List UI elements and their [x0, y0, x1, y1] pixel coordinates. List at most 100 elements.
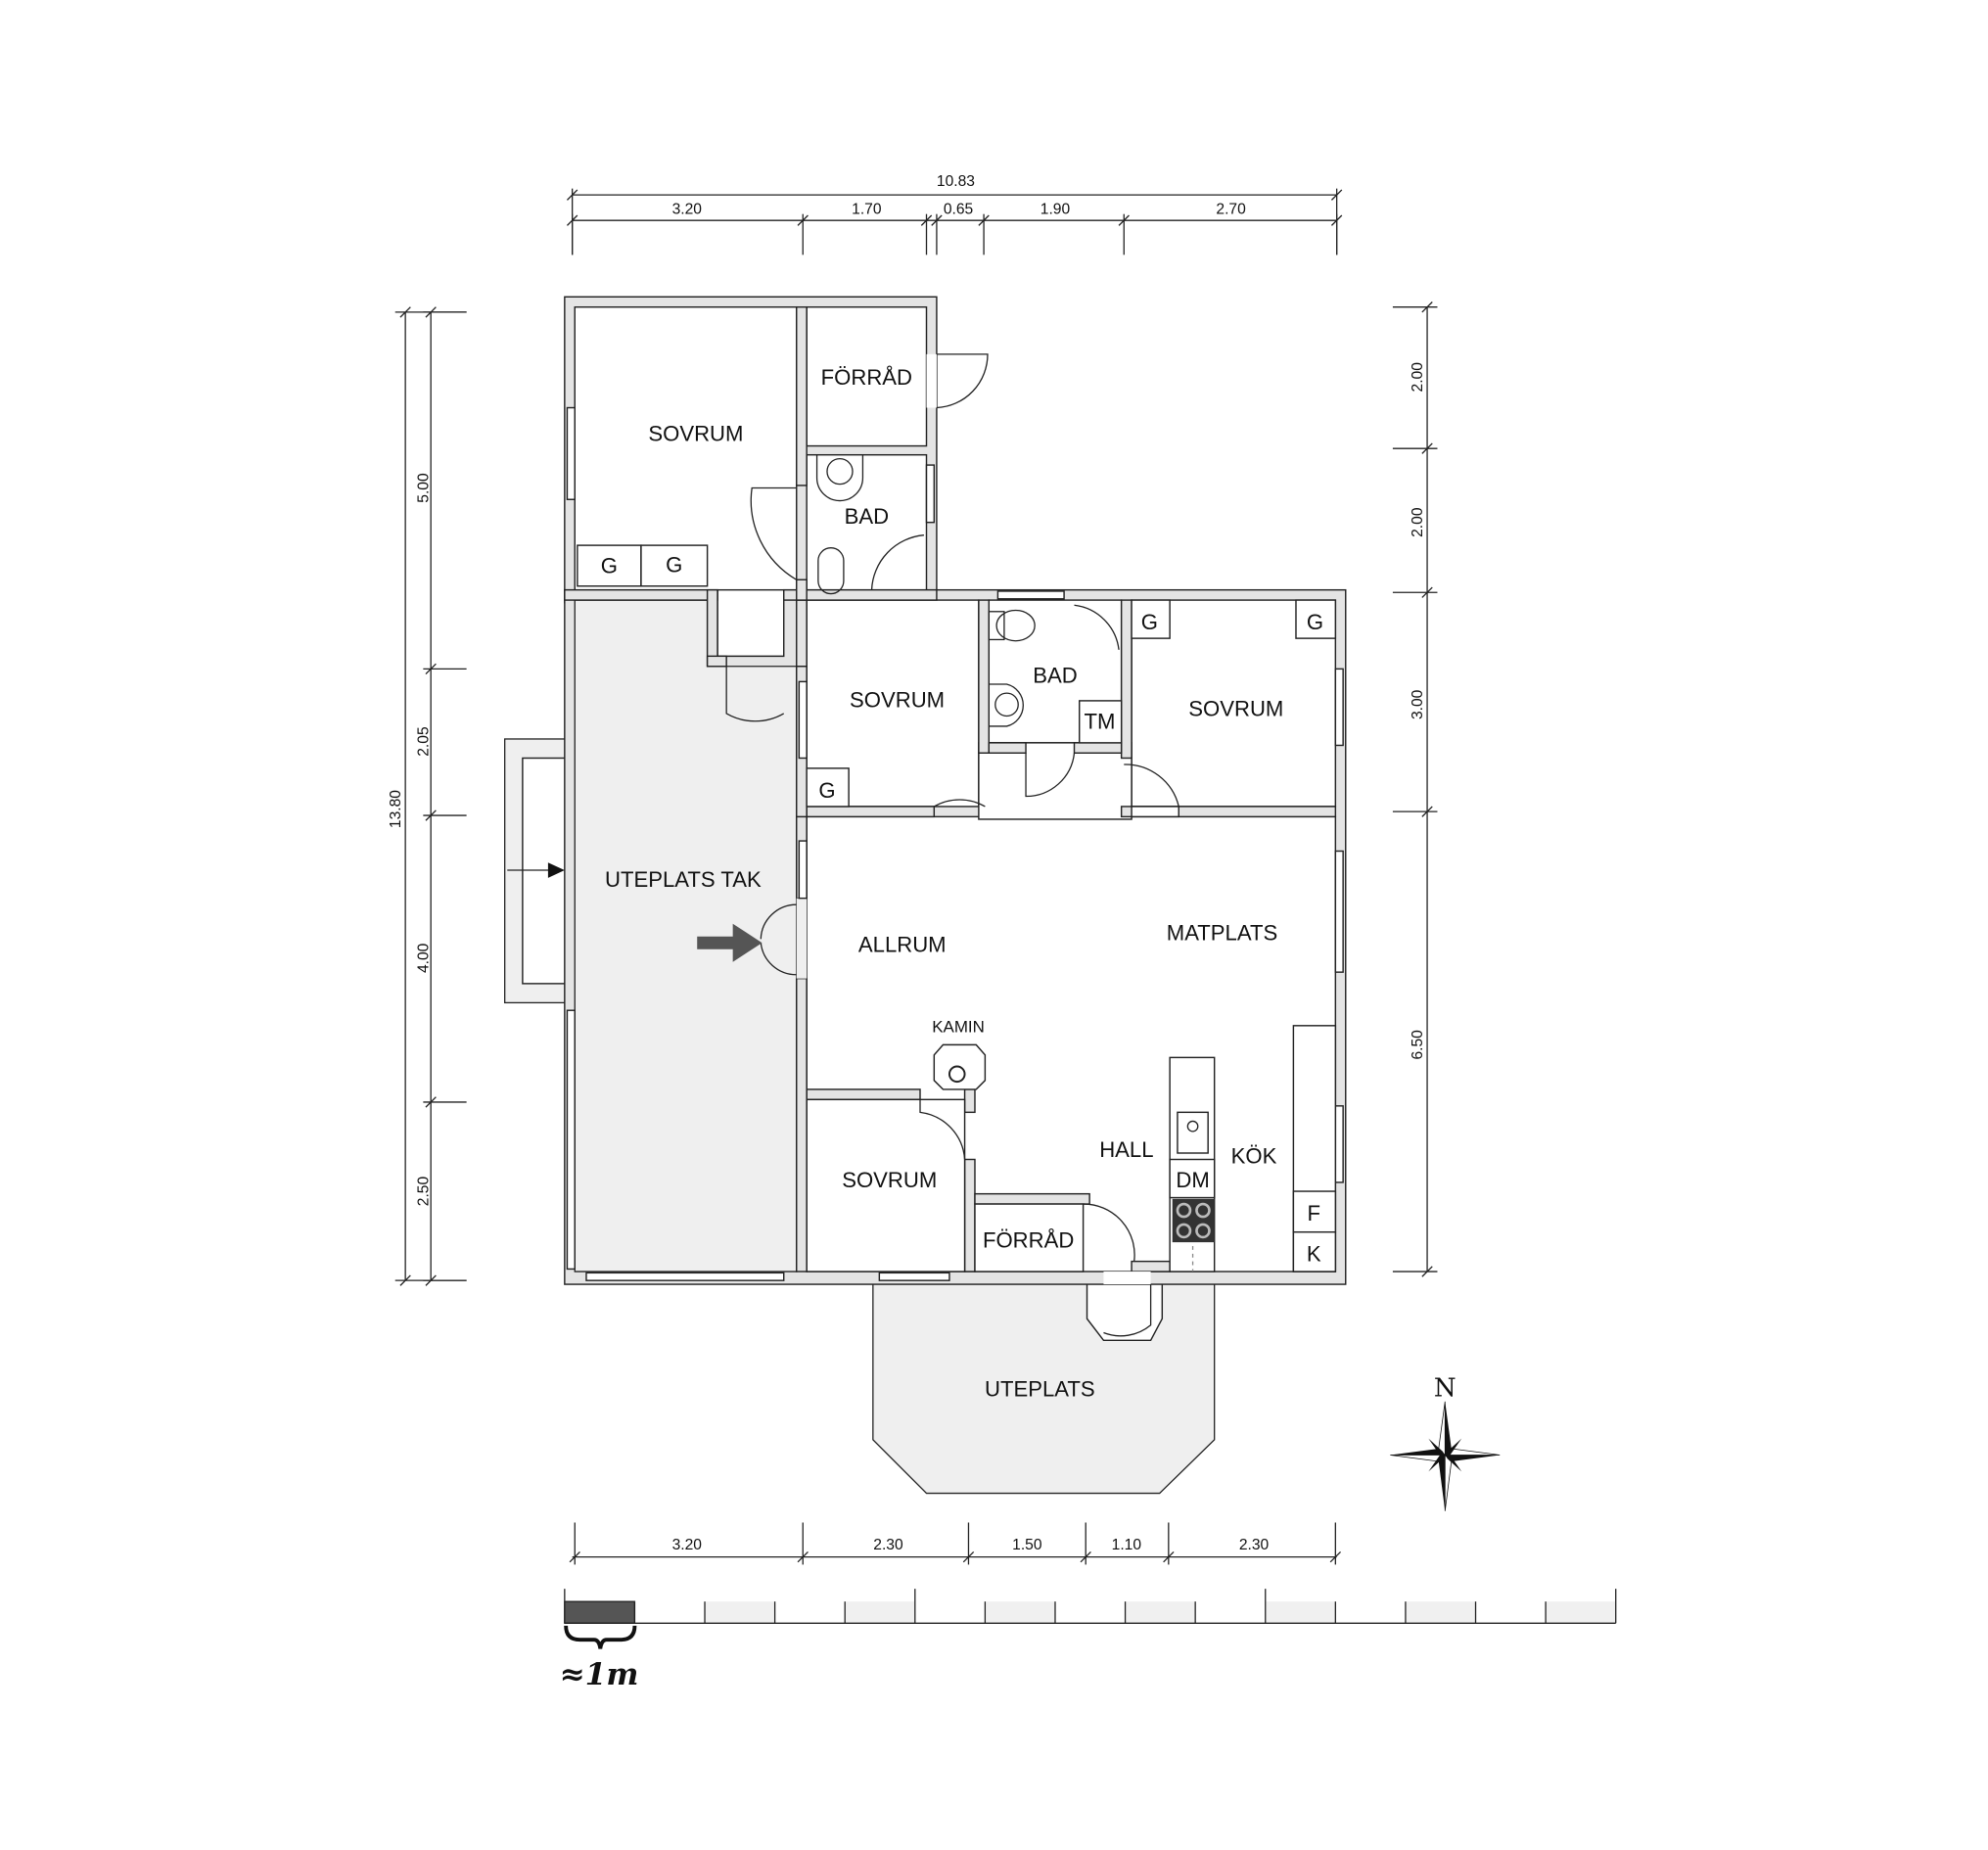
dimension-tick — [1329, 1550, 1342, 1563]
dimension-left: 2.50 — [416, 1177, 433, 1207]
scale-segment — [845, 1601, 915, 1624]
scale-segment — [634, 1601, 706, 1624]
room-label: BAD — [1033, 664, 1077, 688]
dimension-tick — [1330, 189, 1343, 201]
dimension-tick — [425, 1096, 437, 1108]
freezer-box — [1292, 1230, 1337, 1272]
brace-icon — [564, 1625, 637, 1649]
dimension-top: 3.20 — [672, 202, 703, 218]
room-label: MATPLATS — [1167, 921, 1277, 946]
scale-segment — [1054, 1601, 1126, 1624]
dimension-tick — [425, 663, 437, 675]
scale-segment — [985, 1601, 1055, 1624]
room-uteplats-tak — [574, 599, 798, 1272]
dimension-tick — [1421, 806, 1433, 817]
dimension-bottom: 1.50 — [1012, 1537, 1042, 1553]
dimension-left-total: 13.80 — [388, 790, 404, 828]
room-label: KÖK — [1231, 1143, 1277, 1168]
dimension-right: 2.00 — [1410, 507, 1426, 537]
scale-segment — [1265, 1601, 1336, 1624]
wardrobe-label: G — [818, 778, 835, 803]
wardrobe-label: G — [1141, 610, 1158, 634]
dimension-top-total: 10.83 — [937, 173, 975, 190]
room-forrad-s — [974, 1203, 1085, 1272]
entrance-arrow-icon — [697, 923, 763, 962]
scale-segment — [914, 1601, 986, 1624]
room-label: SOVRUM — [850, 687, 945, 712]
fridge-label: F — [1307, 1201, 1320, 1226]
dimension-right: 2.00 — [1410, 362, 1426, 393]
scale-segment — [1195, 1601, 1266, 1624]
dimension-tick — [978, 214, 990, 226]
compass-rose-icon — [1390, 1401, 1501, 1511]
room-label: SOVRUM — [648, 421, 743, 445]
dimension-lines — [394, 188, 1438, 1565]
room-label: UTEPLATS — [985, 1377, 1095, 1402]
room-label: FÖRRÅD — [821, 365, 912, 390]
room-label: UTEPLATS TAK — [605, 867, 762, 892]
scale-segment — [564, 1600, 636, 1624]
freezer-label: K — [1307, 1242, 1321, 1267]
dimension-left: 4.00 — [416, 943, 433, 973]
dimension-tick — [1421, 1266, 1433, 1277]
arrow-icon — [547, 862, 565, 878]
dimension-left: 5.00 — [416, 473, 433, 503]
dimension-bottom: 3.20 — [672, 1537, 703, 1553]
dimension-tick — [566, 214, 578, 226]
room-label: FÖRRÅD — [983, 1227, 1074, 1252]
scale-segment — [774, 1601, 846, 1624]
scale-segment — [1125, 1601, 1196, 1624]
room-forrad-n — [806, 305, 928, 447]
dimension-top: 0.65 — [944, 202, 974, 218]
dimension-right: 3.00 — [1410, 689, 1426, 719]
dimension-tick — [797, 1550, 809, 1563]
dimension-left: 2.05 — [416, 726, 433, 757]
sink — [1177, 1111, 1209, 1154]
dimension-tick — [566, 189, 578, 201]
dimension-tick — [399, 306, 411, 318]
dimension-top: 1.70 — [852, 202, 882, 218]
room-sovrum-s — [806, 1098, 966, 1272]
dimension-tick — [399, 1274, 411, 1286]
dimension-top: 1.90 — [1040, 202, 1071, 218]
scale-segment — [1475, 1601, 1547, 1624]
dimension-tick — [569, 1550, 580, 1563]
compass-north-label: N — [1434, 1374, 1456, 1404]
room-label: SOVRUM — [842, 1168, 937, 1192]
dimension-bottom: 2.30 — [1239, 1537, 1270, 1553]
room-label: KAMIN — [932, 1017, 985, 1036]
room-label: HALL — [1099, 1137, 1153, 1162]
scale-label: ≈1m — [560, 1657, 639, 1692]
windows — [566, 406, 1344, 1281]
room-sovrum-nw — [574, 305, 798, 591]
scale-segment — [1335, 1601, 1406, 1624]
dimension-tick — [1163, 1550, 1175, 1563]
room-bad-n — [806, 453, 928, 591]
scale-bar — [564, 1589, 1617, 1624]
scale-segment — [1546, 1601, 1616, 1624]
dimension-right: 6.50 — [1410, 1030, 1426, 1060]
dimension-tick — [1080, 1550, 1091, 1563]
dimension-tick — [1330, 214, 1343, 226]
dimension-tick — [1118, 214, 1130, 226]
scale-segment — [1405, 1601, 1476, 1624]
dimension-bottom: 2.30 — [873, 1537, 903, 1553]
dimension-bottom: 1.10 — [1112, 1537, 1142, 1553]
scale-segment — [705, 1601, 775, 1624]
dimension-tick — [962, 1550, 975, 1563]
room-label: SOVRUM — [1188, 697, 1283, 721]
dishwasher-label: DM — [1176, 1168, 1209, 1192]
tm-label: TM — [1085, 710, 1116, 734]
room-label: BAD — [845, 504, 889, 529]
room-label: ALLRUM — [858, 932, 947, 956]
door-swings — [725, 353, 1179, 1337]
bathroom-fixtures — [815, 454, 1120, 727]
dishwasher-box — [1169, 1158, 1216, 1199]
dimension-tick — [425, 306, 437, 318]
dimension-tick — [425, 1274, 437, 1286]
dimension-tick — [1421, 442, 1433, 454]
wardrobe-label: G — [601, 554, 618, 578]
wardrobe-label: G — [666, 552, 682, 577]
dimension-tick — [1421, 301, 1433, 313]
